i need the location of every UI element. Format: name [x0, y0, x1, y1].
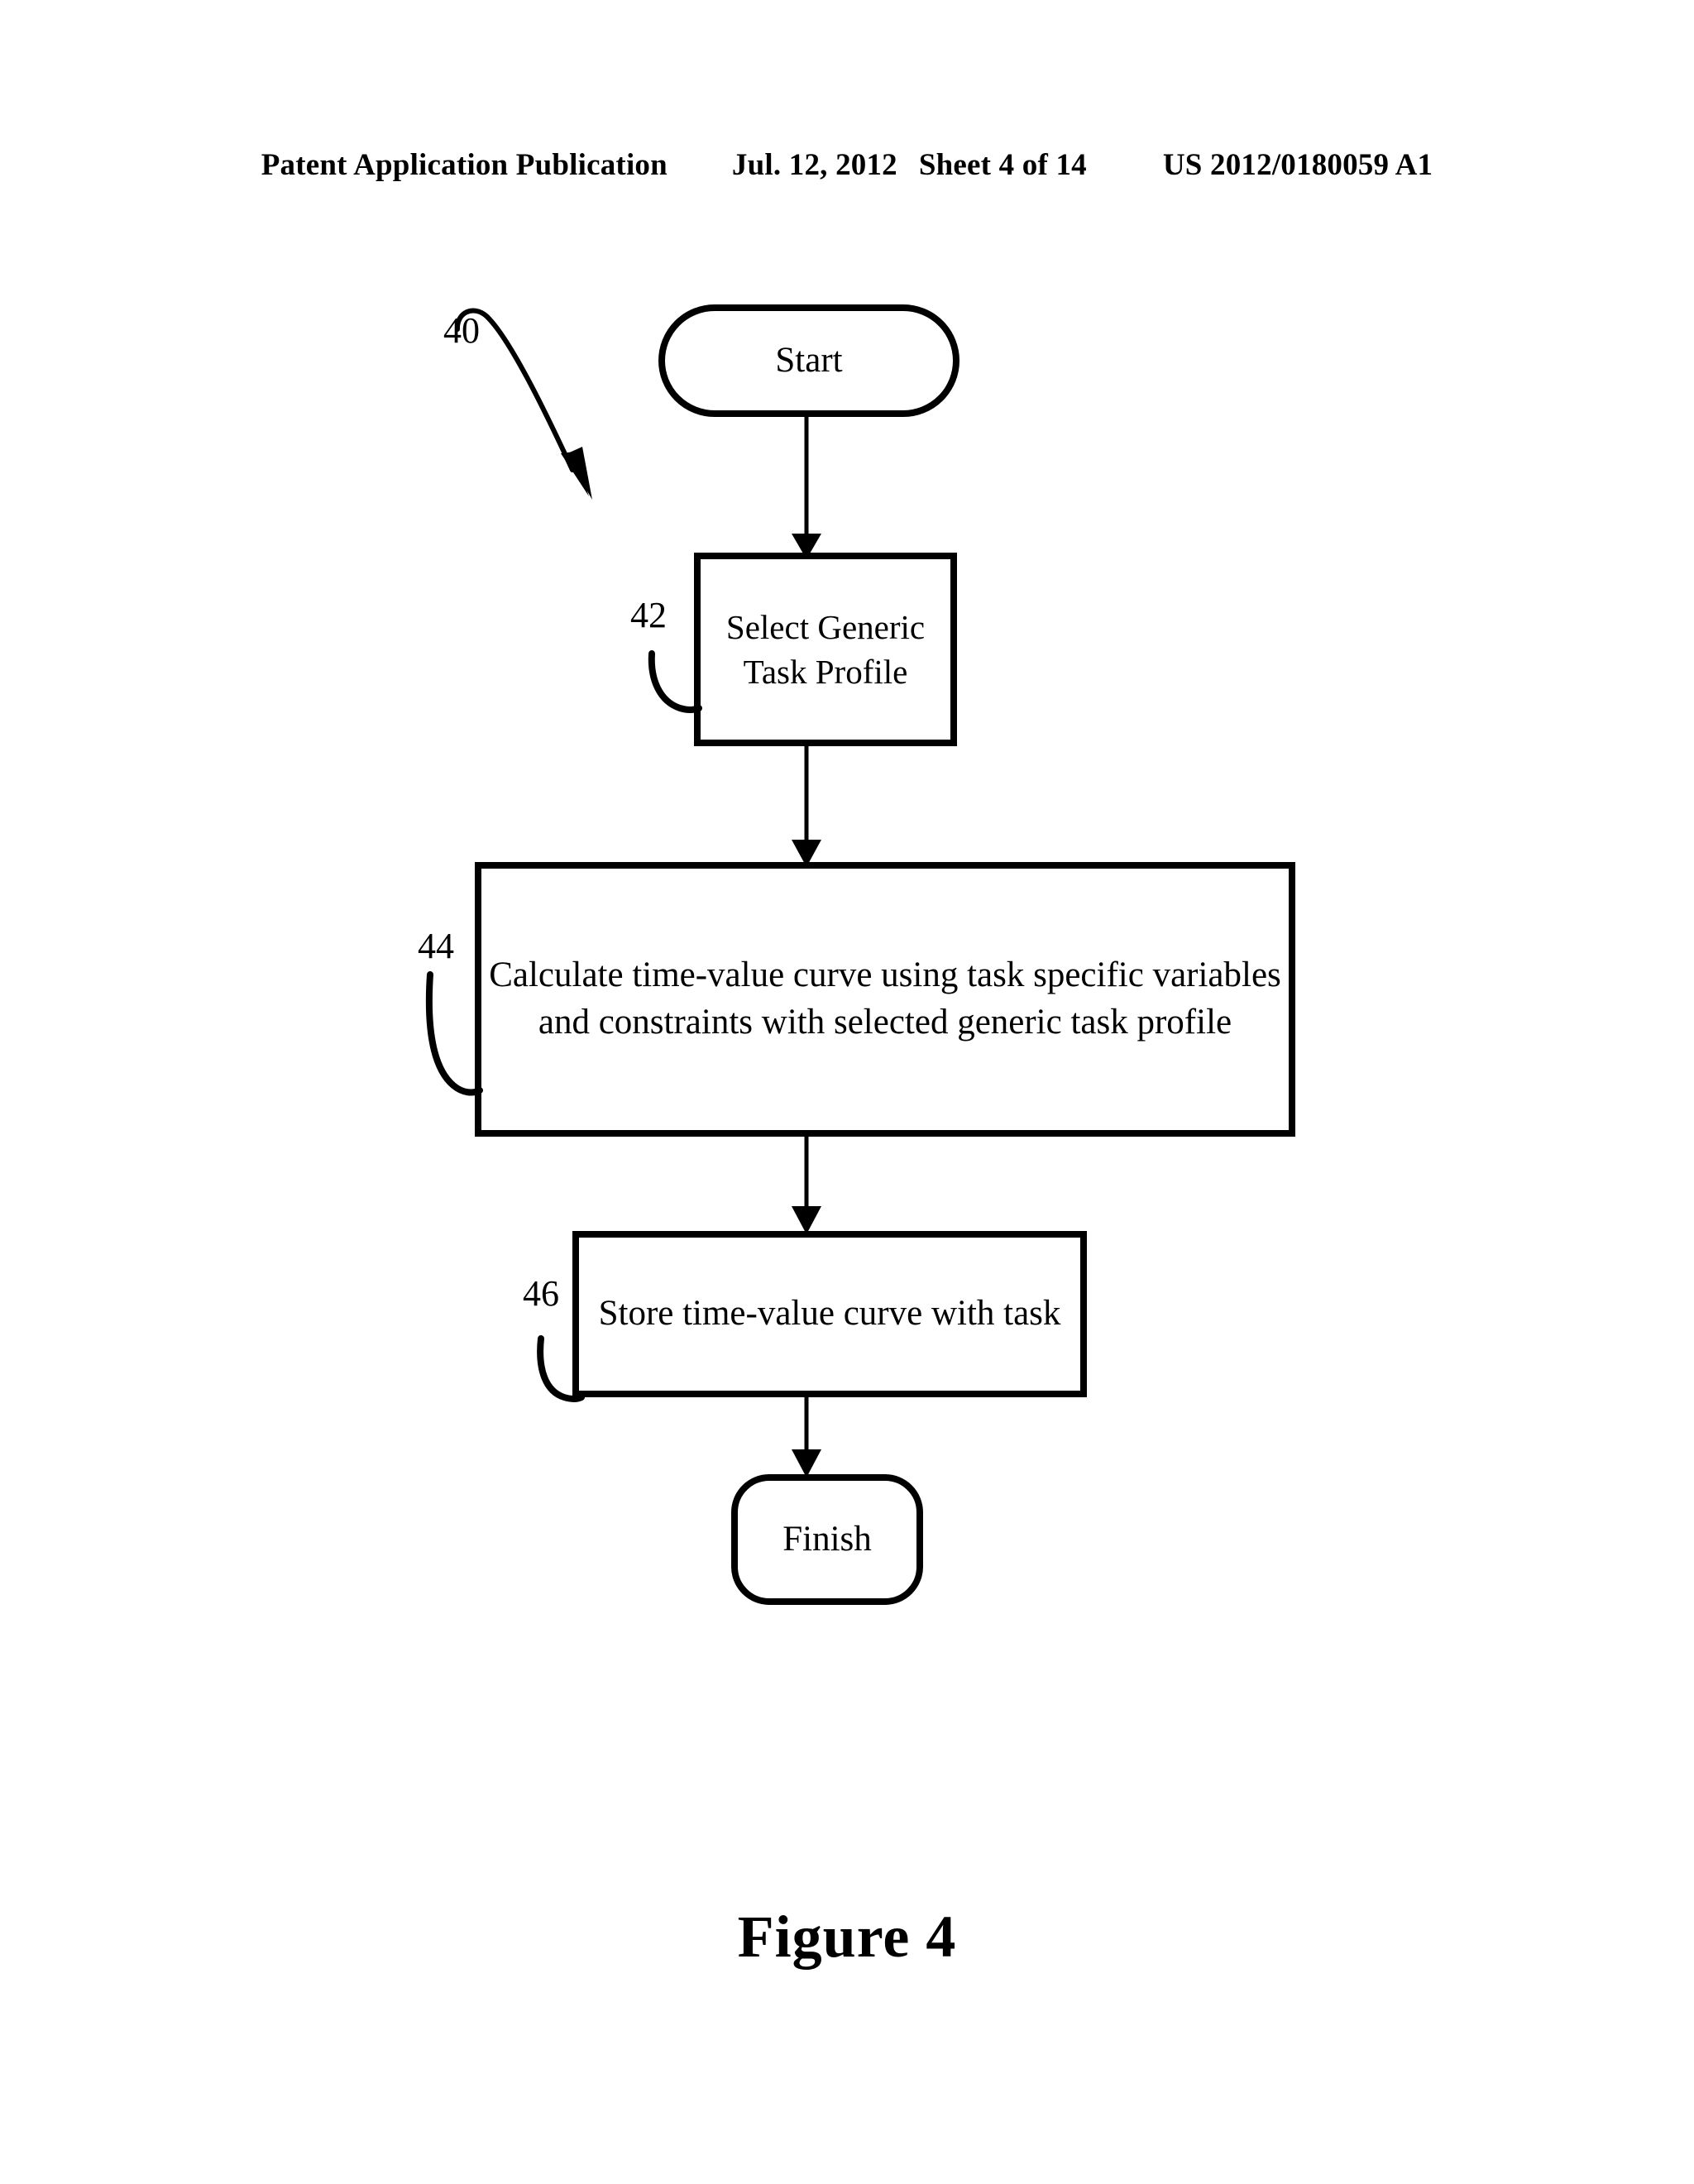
node-finish-shape: [731, 1474, 923, 1605]
node-start-line-1: Start: [775, 340, 843, 380]
node-start-label: Start: [662, 308, 956, 414]
node-select-generic-task-profile-shape: [694, 553, 957, 746]
reference-leader-44: [425, 971, 483, 1096]
patent-page-header: Patent Application Publication Jul. 12, …: [0, 147, 1694, 197]
edge-select-to-calculate: [792, 743, 821, 867]
node-store-time-value-curve-shape: [572, 1231, 1087, 1397]
node-calculate-line-2: and constraints with selected generic ta…: [538, 1003, 1232, 1042]
node-calculate-time-value-curve-label: Calculate time-value curve using task sp…: [478, 865, 1292, 1133]
node-select-line-2: Task Profile: [743, 653, 908, 691]
edge-start-to-select: [792, 414, 821, 559]
node-store-time-value-curve-label: Store time-value curve with task: [576, 1234, 1084, 1394]
node-calculate-time-value-curve-shape: [475, 862, 1295, 1137]
reference-numeral-42: 42: [630, 595, 667, 635]
reference-numeral-46: 46: [523, 1273, 559, 1314]
sheet-number: Sheet 4 of 14: [918, 148, 1087, 182]
publication-date: Jul. 12, 2012: [731, 148, 897, 182]
publication-label: Patent Application Publication: [261, 148, 668, 182]
node-select-line-1: Select Generic: [725, 607, 926, 646]
reference-leader-42: [648, 650, 702, 713]
node-finish-label: Finish: [735, 1478, 920, 1602]
edge-store-to-finish: [792, 1394, 821, 1478]
node-select-generic-task-profile-label: Select Generic Task Profile: [697, 556, 954, 743]
node-finish-line-1: Finish: [782, 1519, 872, 1559]
figure-caption: Figure 4: [737, 1904, 957, 1970]
overall-reference-arrow: [455, 308, 592, 500]
edge-calculate-to-store: [792, 1133, 821, 1234]
node-start-shape: [658, 304, 959, 417]
document-number: US 2012/0180059 A1: [1162, 148, 1433, 182]
node-store-line-1: Store time-value curve with task: [598, 1294, 1061, 1334]
reference-numeral-44: 44: [418, 926, 454, 966]
reference-numeral-40: 40: [443, 310, 480, 351]
node-calculate-line-1: Calculate time-value curve using task sp…: [489, 956, 1281, 995]
reference-leader-46: [537, 1335, 585, 1402]
